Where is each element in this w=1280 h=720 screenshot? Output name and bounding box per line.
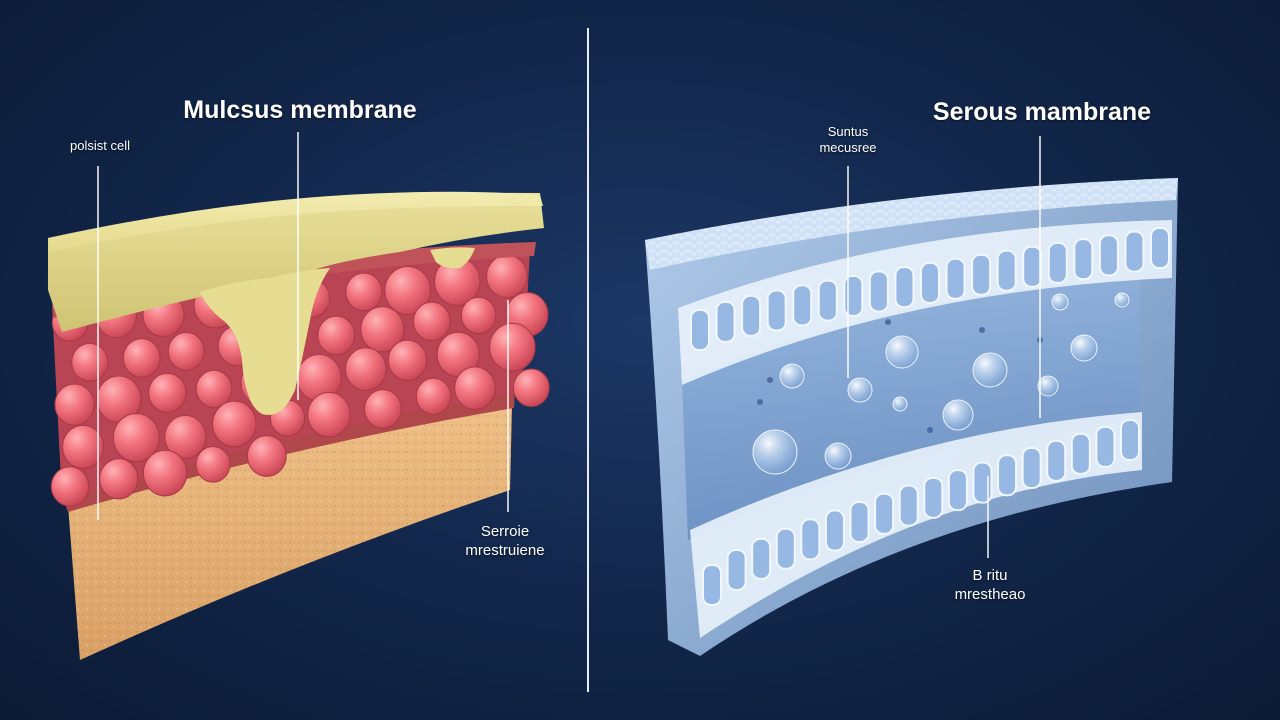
mesothelial-cell [741,294,762,337]
mesothelial-cell [1022,245,1043,288]
epithelial-cell [415,377,452,415]
fluid-bubble [1114,292,1130,308]
epithelial-cell [345,272,383,312]
serous-top-callout-line1: Suntus [827,124,869,139]
epithelial-cell [344,347,387,391]
serous-membrane-illustration [645,178,1178,656]
epithelial-cell [360,306,405,353]
mesothelial-cell [996,249,1017,292]
fluid-particle [757,399,763,405]
mesothelial-cell [800,518,821,561]
left-right-callout: Serroie mrestruiene [430,522,580,560]
mesothelial-cell [945,257,966,300]
fluid-bubble [1070,334,1098,362]
fluid-bubble [752,429,798,475]
epithelial-cell [54,383,95,426]
mesothelial-cell [972,461,993,504]
epithelial-cell [317,315,356,356]
fluid-bubble [1037,375,1059,397]
mesothelial-cell [1098,234,1119,277]
mesothelial-cell [894,266,915,309]
mesothelial-cell [971,253,992,296]
goblet-cell-label: polsist cell [70,138,130,153]
mesothelial-cell [997,454,1018,497]
mesothelial-cell [792,284,813,327]
mesothelial-cell [726,548,747,591]
mesothelial-cell [824,509,845,552]
fluid-bubble [892,396,908,412]
epithelial-cell [460,296,497,335]
epithelial-cell [364,389,402,429]
serous-bottom-callout: B ritu mrestheao [915,566,1065,604]
epithelial-cell [412,301,451,342]
mesothelial-cell [766,289,787,332]
serous-top-callout-line2: mecusree [819,140,877,155]
epithelial-cell [384,266,432,315]
epithelial-cell [112,413,160,463]
left-right-callout-line1: Serroie [480,523,530,540]
epithelial-cell [62,424,105,469]
serous-membrane-title: Serous mambrane [932,98,1152,126]
mesothelial-cell [849,500,870,543]
epithelial-cell [99,458,139,500]
epithelial-cell [195,369,233,409]
mesothelial-cell [947,469,968,512]
mesothelial-cell [898,484,919,527]
epithelial-cell [212,400,257,448]
epithelial-cell [167,331,205,371]
epithelial-cell [195,445,231,483]
mesothelial-cell [874,492,895,535]
serous-top-callout: Suntus mecusree [788,124,908,156]
mesothelial-cell [1046,439,1067,482]
mesothelial-cell [1150,227,1170,269]
fluid-bubble [1051,293,1069,311]
fluid-particle [927,427,933,433]
mesothelial-cell [1070,432,1091,475]
mesothelial-cell [920,261,940,304]
mesothelial-cell [1073,238,1094,281]
epithelial-cell [50,466,90,507]
epithelial-cell [387,339,428,381]
epithelial-cell [71,342,109,382]
serous-fluid-layer [682,278,1140,540]
mesothelial-cell [775,527,796,570]
epithelial-cell [512,368,550,408]
fluid-bubble [885,335,919,369]
epithelial-cell [307,391,351,438]
left-right-callout-line2: mrestruiene [465,542,545,559]
mesothelial-cell [1021,447,1042,490]
mesothelial-cell [690,309,710,351]
mesothelial-cell [1120,419,1140,461]
mesothelial-cell [1095,425,1116,468]
fluid-bubble [824,442,852,470]
mesothelial-cell [843,274,864,317]
mesothelial-cell [868,270,889,313]
mesothelial-cell [702,564,722,606]
epithelial-cell [489,322,536,372]
mesothelial-cell [715,300,736,343]
epithelial-cell [122,338,161,378]
mesothelial-cell [1124,230,1145,273]
fluid-particle [885,319,891,325]
epithelial-cell [246,435,287,477]
fluid-bubble [972,352,1008,388]
mucous-membrane-title: Mulcsus membrane [183,96,417,124]
serous-bottom-callout-line2: mrestheao [954,586,1026,603]
fluid-bubble [942,399,974,431]
mesothelial-cell [1047,241,1068,284]
epithelial-cell [454,366,496,410]
mesothelial-cell [751,537,772,580]
mesothelial-cell [817,279,838,322]
fluid-bubble [847,377,873,403]
epithelial-cell [486,254,528,299]
epithelial-cell [142,449,188,497]
mesothelial-cell [923,476,944,519]
epithelial-cell [148,372,187,413]
fluid-particle [767,377,773,383]
fluid-bubble [779,363,805,389]
fluid-particle [979,327,985,333]
serous-bottom-callout-line1: B ritu [972,567,1008,584]
epithelial-cell [164,414,207,460]
